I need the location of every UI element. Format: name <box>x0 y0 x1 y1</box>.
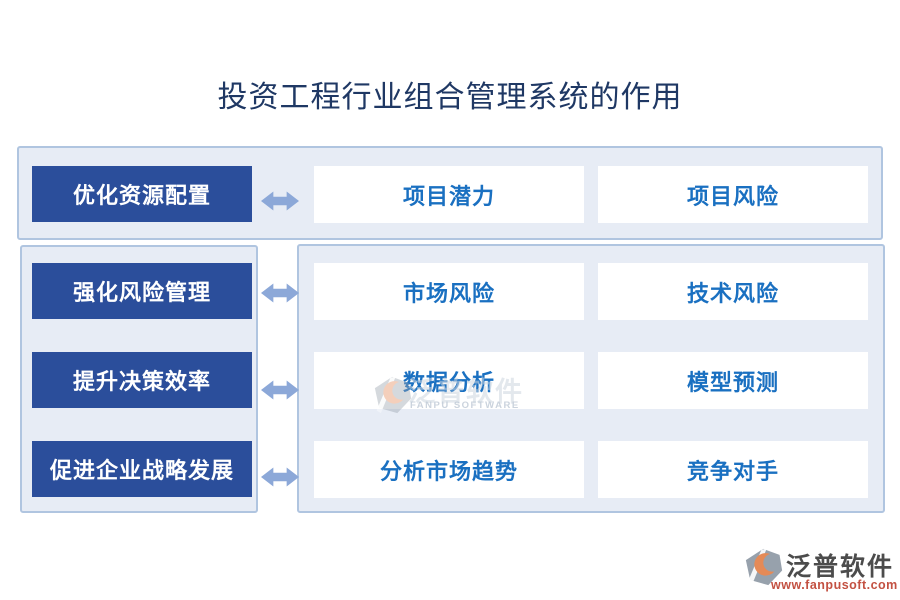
factor-box-project-potential: 项目潜力 <box>314 166 584 223</box>
double-arrow-icon <box>261 282 299 304</box>
factor-box-data-analysis: 数据分析 <box>314 352 584 409</box>
double-arrow-icon <box>261 379 299 401</box>
benefit-box-optimize-resources: 优化资源配置 <box>32 166 252 222</box>
benefit-box-risk-management: 强化风险管理 <box>32 263 252 319</box>
factor-box-model-prediction: 模型预测 <box>598 352 868 409</box>
factor-box-market-risk: 市场风险 <box>314 263 584 320</box>
brand-website: www.fanpusoft.com <box>771 578 898 592</box>
benefit-box-decision-efficiency: 提升决策效率 <box>32 352 252 408</box>
double-arrow-icon <box>261 466 299 488</box>
factor-box-project-risk: 项目风险 <box>598 166 868 223</box>
brand-name: 泛普软件 <box>786 554 895 581</box>
brand-logo-icon <box>745 548 783 586</box>
factor-box-market-trends: 分析市场趋势 <box>314 441 584 498</box>
footer-brand: 泛普软件 www.fanpusoft.com <box>745 547 898 595</box>
page-title: 投资工程行业组合管理系统的作用 <box>217 81 683 114</box>
factor-box-technical-risk: 技术风险 <box>598 263 868 320</box>
factor-box-competitors: 竞争对手 <box>598 441 868 498</box>
double-arrow-icon <box>261 190 299 212</box>
benefit-box-strategic-growth: 促进企业战略发展 <box>32 441 252 497</box>
